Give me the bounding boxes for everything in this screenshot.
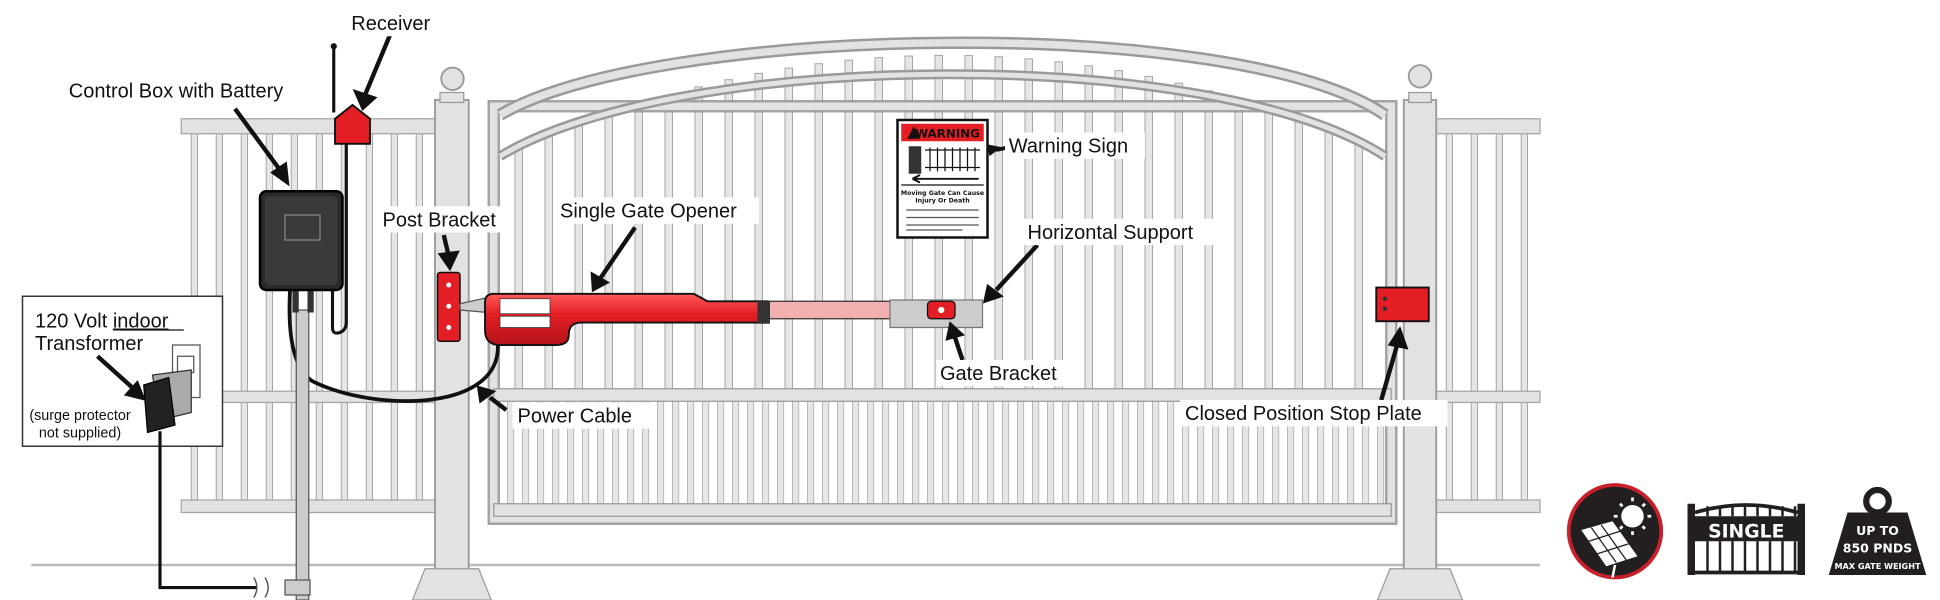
label-closed-stop-plate: Closed Position Stop Plate: [1185, 403, 1422, 425]
callout-arrows: [96, 34, 1409, 412]
label-transformer-note1: (surge protector: [29, 408, 131, 424]
callout-labels: Receiver Control Box with Battery Post B…: [29, 10, 1448, 442]
right-post: [1376, 64, 1464, 600]
weight-badge: UP TO 850 PNDS MAX GATE WEIGHT: [1828, 486, 1927, 575]
warning-headline-1: Moving Gate Can Cause: [901, 190, 984, 197]
label-gate-bracket: Gate Bracket: [940, 363, 1057, 385]
right-fence-section: [1435, 118, 1541, 514]
transformer-cable: [158, 431, 257, 590]
label-control-box: Control Box with Battery: [69, 81, 284, 103]
single-gate-opener: [459, 292, 984, 346]
label-transformer-line1: 120 Volt indoor: [35, 311, 169, 333]
label-post-bracket: Post Bracket: [383, 209, 497, 231]
badge-weight-line1: UP TO: [1856, 523, 1899, 538]
power-cable: [287, 289, 500, 403]
badge-weight-line3: MAX GATE WEIGHT: [1834, 561, 1921, 571]
label-power-cable: Power Cable: [518, 406, 633, 428]
single-gate-badge: SINGLE: [1687, 503, 1805, 575]
post-bracket: [436, 271, 461, 342]
gate: [487, 36, 1398, 525]
label-transformer-line2: Transformer: [35, 333, 144, 355]
receiver: [330, 43, 371, 145]
label-receiver: Receiver: [351, 13, 430, 35]
warning-header: WARNING: [915, 127, 980, 141]
label-horizontal-support: Horizontal Support: [1028, 222, 1194, 244]
left-post: [411, 66, 492, 600]
label-warning-sign: Warning Sign: [1009, 136, 1128, 158]
transformer-box: [21, 295, 224, 447]
warning-sign: WARNING Moving Gate Can Cause Injury Or …: [896, 118, 989, 239]
badge-single-text: SINGLE: [1708, 522, 1784, 543]
badge-weight-line2: 850 PNDS: [1843, 541, 1912, 556]
solar-badge: [1566, 483, 1664, 580]
label-transformer-note2: not supplied): [39, 426, 121, 442]
control-box-with-battery: [258, 190, 344, 292]
closed-position-stop-plate: [1375, 286, 1430, 323]
label-single-gate-opener: Single Gate Opener: [560, 201, 737, 223]
control-box-pole: [295, 309, 310, 600]
warning-headline-2: Injury Or Death: [915, 198, 969, 205]
receiver-cable: [330, 143, 348, 335]
